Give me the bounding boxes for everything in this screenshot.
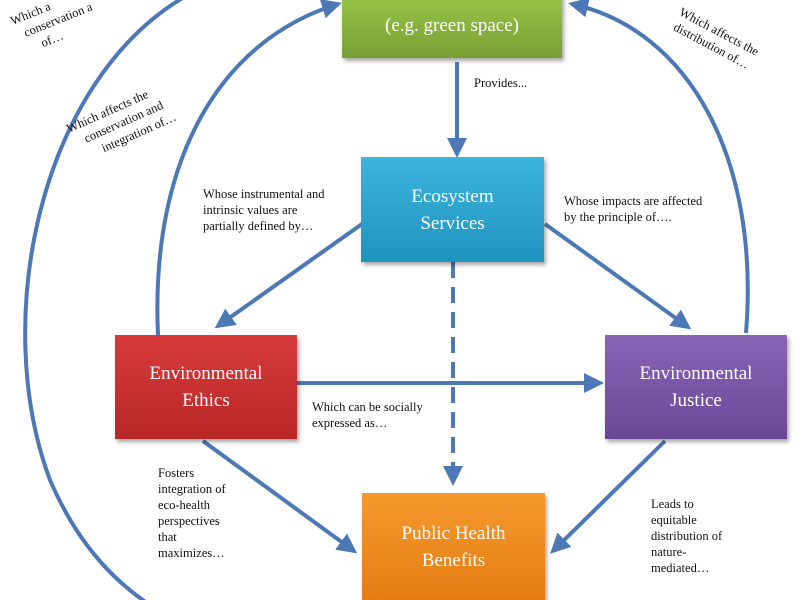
environmental-ethics-node: Environmental Ethics	[115, 335, 297, 439]
label-socially-expressed-line-2: expressed as…	[312, 416, 388, 430]
label-leads-to-line-5: mediated…	[651, 561, 710, 575]
label-impacts-affected-line-2: by the principle of….	[564, 210, 672, 224]
public-health-benefits-text-1: Public Health	[401, 522, 506, 544]
ecosystem-services-text-1: Ecosystem	[411, 185, 494, 207]
label-instrumental-values-line-2: intrinsic values are	[203, 203, 298, 217]
environmental-justice-text-2: Justice	[670, 390, 722, 411]
arrow-justice-to-public-health	[550, 439, 667, 554]
label-fosters-line-3: eco-health	[158, 498, 211, 512]
label-fosters: Fosters integration of eco-health perspe…	[158, 465, 226, 561]
environmental-justice-text-1: Environmental	[639, 363, 753, 384]
environmental-justice-node: Environmental Justice	[605, 335, 787, 439]
environmental-ethics-text-1: Environmental	[149, 363, 263, 384]
arrow-ethics-to-public-health	[201, 439, 358, 554]
label-fosters-line-1: Fosters	[158, 466, 195, 480]
ecosystem-services-node: Ecosystem Services	[361, 157, 544, 262]
label-leads-to-line-1: Leads to	[651, 497, 694, 511]
label-socially-expressed: Which can be socially expressed as…	[312, 399, 423, 431]
curve-ethics-to-green-space	[155, 0, 342, 336]
label-leads-to: Leads to equitable distribution of natur…	[651, 496, 722, 576]
arrow-ecosystem-to-ethics	[214, 222, 364, 329]
label-impacts-affected: Whose impacts are affected by the princi…	[564, 193, 702, 225]
label-fosters-line-6: maximizes…	[158, 546, 225, 560]
label-leads-to-line-3: distribution of	[651, 529, 723, 543]
environmental-ethics-text-2: Ethics	[182, 390, 230, 411]
curve-justice-to-green-space	[568, 0, 750, 334]
public-health-benefits-node: Public Health Benefits	[362, 493, 545, 600]
ecosystem-services-text-2: Services	[420, 212, 485, 234]
label-instrumental-values-line-1: Whose instrumental and	[203, 187, 325, 201]
public-health-benefits-text-2: Benefits	[421, 549, 486, 571]
label-provides: Provides...	[474, 75, 527, 91]
label-leads-to-line-2: equitable	[651, 513, 697, 527]
label-fosters-line-5: that	[158, 530, 177, 544]
label-instrumental-values-line-3: partially defined by…	[203, 219, 314, 233]
label-impacts-affected-line-1: Whose impacts are affected	[564, 194, 703, 208]
label-leads-to-line-4: nature-	[651, 545, 687, 559]
green-space-text-1: (e.g. green space)	[385, 14, 519, 36]
label-provides-line-1: Provides...	[474, 76, 528, 90]
label-fosters-line-2: integration of	[158, 482, 226, 496]
outer-curve-left	[23, 0, 184, 600]
green-space-node: (e.g. green space)	[342, 0, 562, 58]
label-fosters-line-4: perspectives	[158, 514, 220, 528]
arrow-ecosystem-to-justice	[543, 222, 692, 330]
label-socially-expressed-line-1: Which can be socially	[312, 400, 423, 414]
label-instrumental-values: Whose instrumental and intrinsic values …	[203, 186, 325, 234]
